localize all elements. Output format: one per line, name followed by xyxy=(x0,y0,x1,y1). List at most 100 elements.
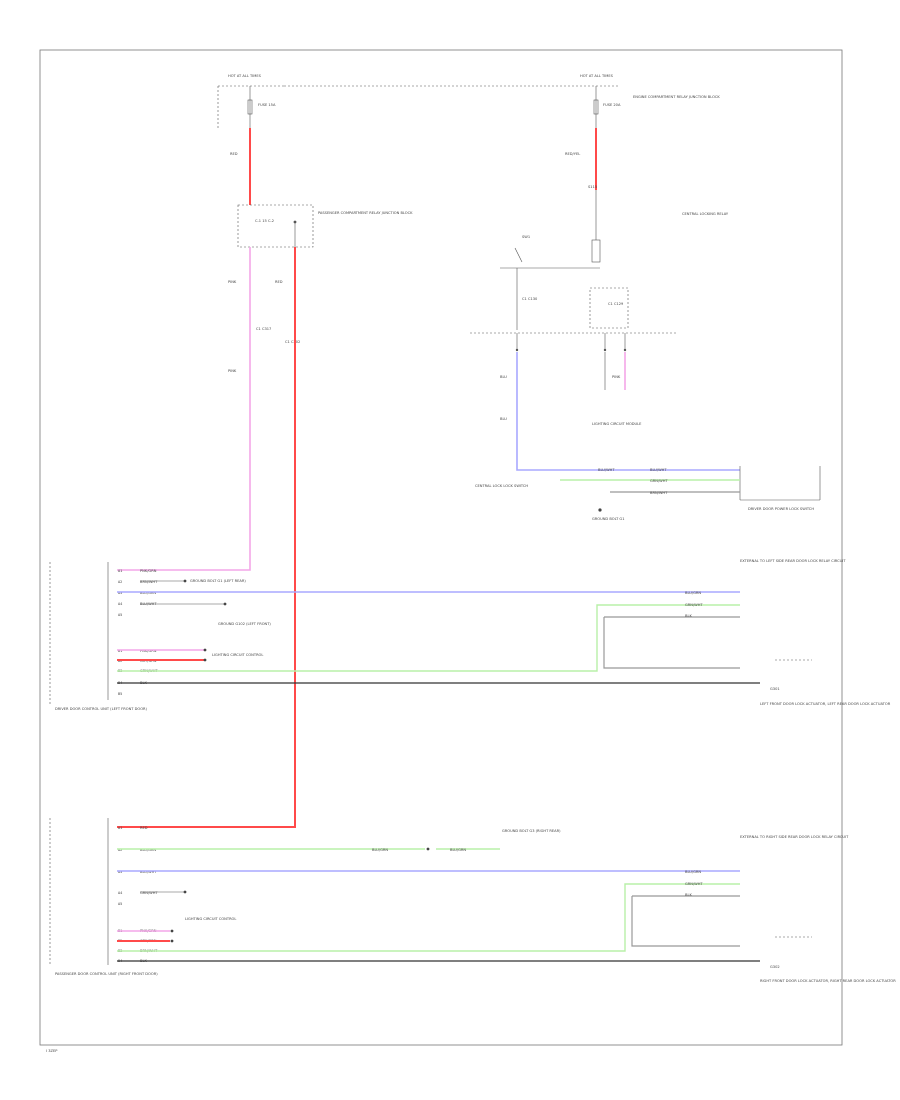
wire-label-right-1: RED/YEL xyxy=(565,152,580,156)
passenger-module-label: PASSENGER DOOR CONTROL UNIT (RIGHT FRONT… xyxy=(55,972,158,976)
relay-side-label: CENTRAL LOCKING RELAY xyxy=(682,212,729,216)
drv-r3: BLK xyxy=(685,614,692,618)
drv-wire-2: BLU/GRN xyxy=(140,591,156,595)
junction-pins: C-1 15 C-2 xyxy=(255,219,274,223)
pas-pin-1: A2 xyxy=(118,848,122,852)
pas-mid-2: BLU/GRN xyxy=(450,848,466,852)
drv-wire-1: BRN/WHT xyxy=(140,580,158,584)
drv-pin-9: B5 xyxy=(118,692,122,696)
drv-gnd-label: G301 xyxy=(770,687,780,691)
wire-green-driver xyxy=(117,604,740,672)
wire-label-right-2: BLU xyxy=(500,375,507,379)
wire-label-left-4: PINK xyxy=(228,369,237,373)
door-top-module-label: DRIVER DOOR POWER LOCK SWITCH xyxy=(748,507,814,511)
conn-label-left-2: C1 C302 xyxy=(285,340,300,344)
driver-door-module: A1 PNK/GRN A2 BRN/WHT A3 BLU/GRN A4 BLU/… xyxy=(49,559,891,711)
door-top-side-label: CENTRAL LOCK LOCK SWITCH xyxy=(475,484,528,488)
pas-r2: GRN/WHT xyxy=(685,882,703,886)
conn-label-right-b: C1 C129 xyxy=(608,302,624,306)
drv-note2: GROUND G102 (LEFT FRONT) xyxy=(218,622,271,626)
switch-arm xyxy=(514,247,523,263)
pin-b1 xyxy=(603,348,607,352)
fuse-box-label-right: ENGINE COMPARTMENT RELAY JUNCTION BLOCK xyxy=(633,95,720,99)
pas-wire-2: BLU/WHT xyxy=(140,870,157,874)
door-top-ground-label: GROUND BOLT G1 xyxy=(592,517,625,521)
switch-label: SW1 xyxy=(522,235,530,239)
passenger-door-module: A1 RED A2 BLU/GRN A3 BLU/WHT A4 GRN/WHT … xyxy=(49,818,896,983)
conn-label-right-a: C1 C130 xyxy=(522,297,538,301)
ground-node-top xyxy=(598,508,602,512)
fuse-label-left: FUSE 15A xyxy=(258,103,276,107)
drv-wire-0: PNK/GRN xyxy=(140,569,157,573)
door-top-row2-label: GRN/WHT xyxy=(650,479,668,483)
driver-module-label: DRIVER DOOR CONTROL UNIT (LEFT FRONT DOO… xyxy=(55,707,148,711)
conn-label-left-1: C1 C317 xyxy=(256,327,271,331)
fuse-right xyxy=(593,99,599,115)
pas-splice-label: GROUND BOLT G3 (RIGHT REAR) xyxy=(502,829,561,833)
pas-r3: BLK xyxy=(685,893,692,897)
pas-bottom-right: RIGHT FRONT DOOR LOCK ACTUATOR, RIGHT RE… xyxy=(760,979,896,983)
pas-node-b1 xyxy=(170,929,174,933)
splice-label-right: S115 xyxy=(588,185,597,189)
pas-wire-1: BLU/GRN xyxy=(140,848,156,852)
fuse-left xyxy=(247,99,253,115)
drv-pin-5: B1 xyxy=(118,649,122,653)
drv-right-top: EXTERNAL TO LEFT SIDE REAR DOOR LOCK REL… xyxy=(740,559,846,563)
door-top-row3-label: BRN/WHT xyxy=(650,491,668,495)
pas-note1: LIGHTING CIRCUIT CONTROL xyxy=(185,917,236,921)
pas-wire-0: RED xyxy=(140,826,148,830)
wire-label-right-3: PINK xyxy=(612,375,621,379)
footer-code: I 3ZEP xyxy=(46,1049,58,1053)
drv-node-3 xyxy=(203,648,207,652)
wire-red-main xyxy=(117,247,296,828)
fuse-label-right: FUSE 20A xyxy=(603,103,621,107)
drv-pin-4: A5 xyxy=(118,613,122,617)
pas-pin-3: A4 xyxy=(118,891,122,895)
ground-sub-label: LIGHTING CIRCUIT MODULE xyxy=(592,422,642,426)
drv-r1: BLU/GRN xyxy=(685,591,701,595)
drv-pin-3: A4 xyxy=(118,602,122,606)
relay-outline xyxy=(589,287,629,329)
junction-block-label: PASSENGER COMPARTMENT RELAY JUNCTION BLO… xyxy=(318,211,413,215)
drv-pin-2: A3 xyxy=(118,591,122,595)
door-top-row1-label-b: BLU/WHT xyxy=(650,468,667,472)
drv-note3: LIGHTING CIRCUIT CONTROL xyxy=(212,653,263,657)
wire-gray-pass xyxy=(631,896,740,947)
pas-pin-0: A1 xyxy=(118,826,122,830)
top-right-feed: HOT AT ALL TIMES FUSE 20A ENGINE COMPART… xyxy=(284,74,740,471)
drv-pin-0: A1 xyxy=(118,569,122,573)
pas-pin-2: A3 xyxy=(118,870,122,874)
drv-pin-1: A2 xyxy=(118,580,122,584)
pas-wire-3: GRN/WHT xyxy=(140,891,158,895)
pas-node-b2 xyxy=(170,939,174,943)
pin-b2 xyxy=(623,348,627,352)
drv-wire-5: PNK/GRN xyxy=(140,649,157,653)
pas-right-top: EXTERNAL TO RIGHT SIDE REAR DOOR LOCK RE… xyxy=(740,835,849,839)
wire-label-left-1: RED xyxy=(230,152,238,156)
drv-r2: GRN/WHT xyxy=(685,603,703,607)
wire-blue-right xyxy=(516,352,740,471)
drv-bottom-right: LEFT FRONT DOOR LOCK ACTUATOR, LEFT REAR… xyxy=(760,702,891,706)
bus-label-right: HOT AT ALL TIMES xyxy=(580,74,614,78)
wire-green-pass xyxy=(117,883,740,952)
door-switch-top: BLU/WHT BLU/WHT GRN/WHT BRN/WHT CENTRAL … xyxy=(475,466,821,521)
junction-block-left xyxy=(237,204,314,248)
bus-label-left: HOT AT ALL TIMES xyxy=(228,74,262,78)
pas-gnd-label: G302 xyxy=(770,965,780,969)
pas-r1: BLU/GRN xyxy=(685,870,701,874)
wire-label-left-2: PINK xyxy=(228,280,237,284)
pas-mid-1: BLU/GRN xyxy=(372,848,388,852)
wire-pink-main xyxy=(117,247,251,571)
pas-node-mid xyxy=(426,847,430,851)
drv-note1: GROUND BOLT G1 (LEFT REAR) xyxy=(190,579,246,583)
relay-coil xyxy=(591,239,601,263)
wire-gray-driver xyxy=(603,617,740,669)
wire-label-right-4: BLU xyxy=(500,417,507,421)
diagram-frame xyxy=(39,49,843,1046)
top-left-feed: HOT AT ALL TIMES FUSE 15A RED C-1 15 C-2… xyxy=(217,74,413,373)
door-top-row1-label: BLU/WHT xyxy=(598,468,615,472)
wire-label-left-3: RED xyxy=(275,280,283,284)
drv-node-4 xyxy=(203,658,207,662)
pas-pin-4: A5 xyxy=(118,902,122,906)
